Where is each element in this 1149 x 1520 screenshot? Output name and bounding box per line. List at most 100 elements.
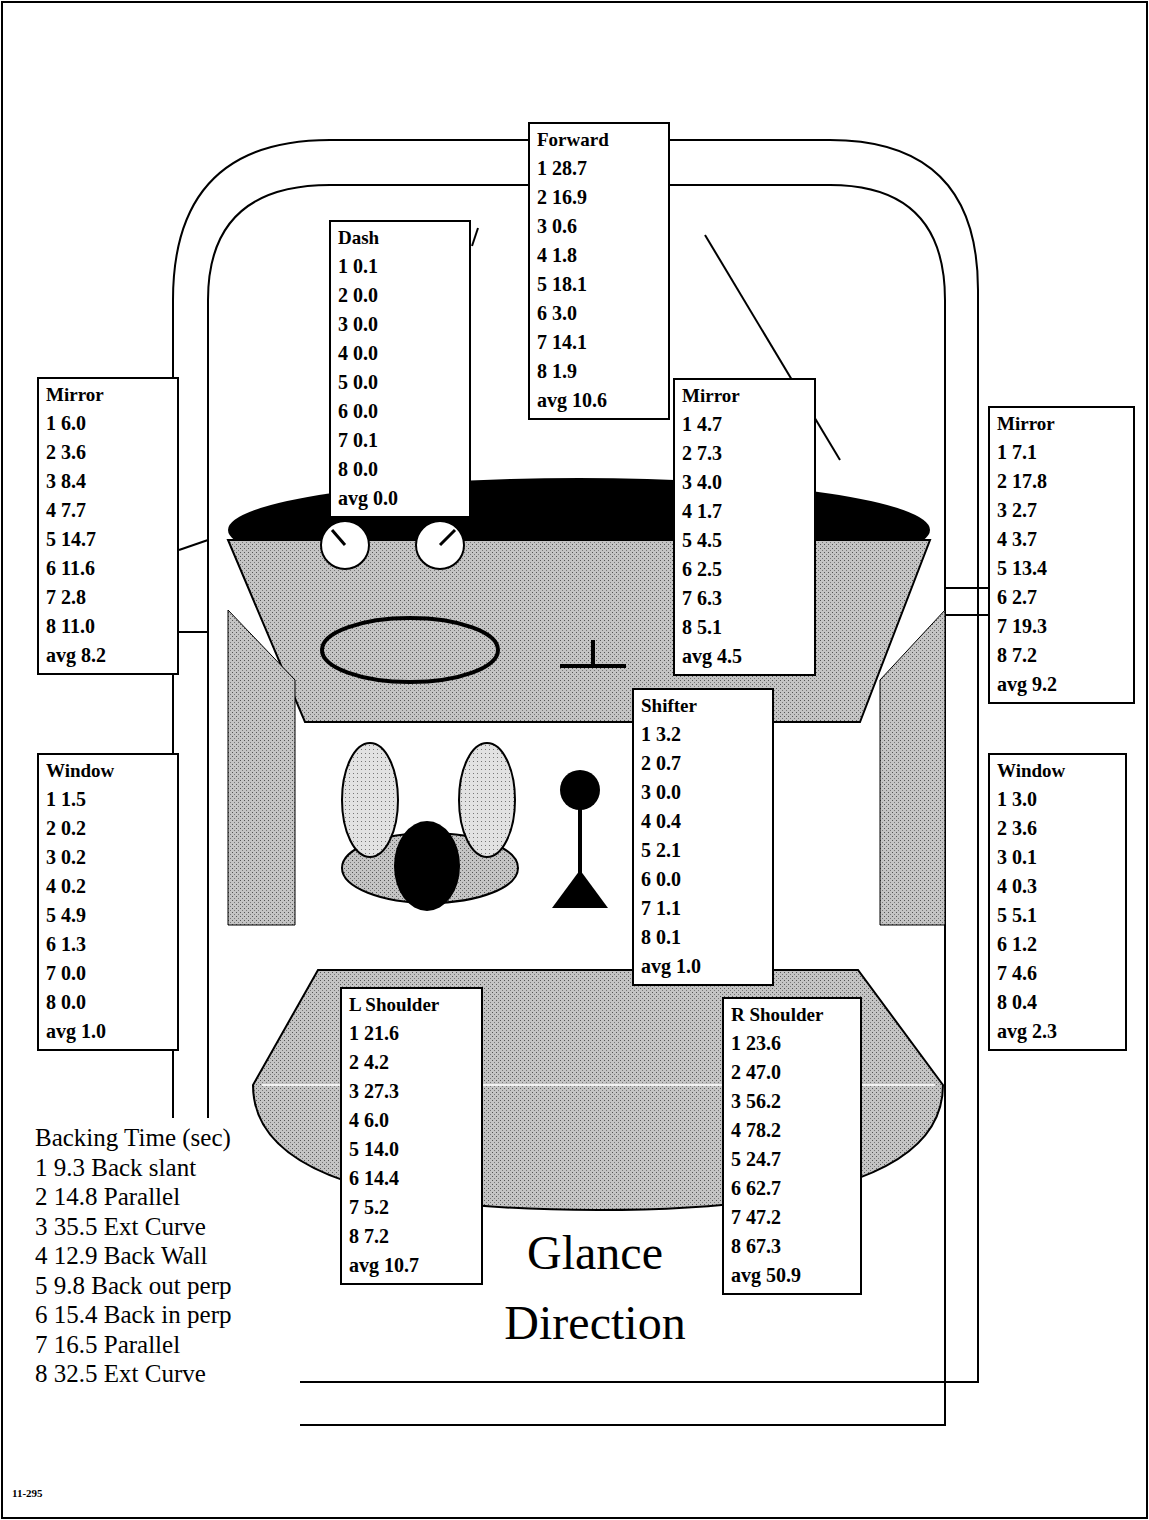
leader-line <box>945 587 988 589</box>
glance-value: 2 47.0 <box>731 1058 853 1087</box>
dash-control <box>591 640 595 666</box>
windshield-line <box>472 228 478 246</box>
box-heading: R Shoulder <box>731 1000 853 1029</box>
glance-value: 5 14.0 <box>349 1135 474 1164</box>
glance-value: 1 0.1 <box>338 252 462 281</box>
backing-time: 6 15.4 Back in perp <box>35 1300 231 1329</box>
legend-heading: Backing Time (sec) <box>35 1123 231 1152</box>
glance-value: 5 14.7 <box>46 525 170 554</box>
glance-value: 2 0.2 <box>46 814 170 843</box>
glance-value: 1 7.1 <box>997 438 1126 467</box>
seat-back <box>342 743 398 857</box>
glance-value: 2 3.6 <box>46 438 170 467</box>
glance-value: 7 1.1 <box>641 894 765 923</box>
glance-value: 6 3.0 <box>537 299 661 328</box>
glance-value: 4 1.7 <box>682 497 807 526</box>
glance-value: 6 11.6 <box>46 554 170 583</box>
glance-value: 2 7.3 <box>682 439 807 468</box>
glance-value: 4 0.0 <box>338 339 462 368</box>
box-heading: Mirror <box>997 409 1126 438</box>
glance-value: 3 0.2 <box>46 843 170 872</box>
gauge <box>416 521 464 569</box>
glance-value: 1 3.2 <box>641 720 765 749</box>
glance-box: Mirror1 6.02 3.63 8.44 7.75 14.76 11.67 … <box>37 377 179 675</box>
glance-value: 1 23.6 <box>731 1029 853 1058</box>
glance-value: 6 2.5 <box>682 555 807 584</box>
glance-value: 3 0.1 <box>997 843 1118 872</box>
glance-value: 5 24.7 <box>731 1145 853 1174</box>
backing-time: 8 32.5 Ext Curve <box>35 1359 206 1388</box>
backing-time: 7 16.5 Parallel <box>35 1330 180 1359</box>
glance-value: 7 19.3 <box>997 612 1126 641</box>
glance-value: 5 5.1 <box>997 901 1118 930</box>
glance-value: avg 10.6 <box>537 386 661 415</box>
glance-value: 4 0.4 <box>641 807 765 836</box>
glance-value: 3 27.3 <box>349 1077 474 1106</box>
box-heading: Window <box>997 756 1118 785</box>
glance-value: 1 28.7 <box>537 154 661 183</box>
glance-value: 8 67.3 <box>731 1232 853 1261</box>
glance-value: 7 4.6 <box>997 959 1118 988</box>
leader-line <box>179 631 208 633</box>
shifter-knob <box>560 770 600 810</box>
glance-value: 8 0.0 <box>46 988 170 1017</box>
box-heading: Forward <box>537 125 661 154</box>
glance-value: 6 0.0 <box>641 865 765 894</box>
glance-value: avg 1.0 <box>641 952 765 981</box>
glance-value: avg 9.2 <box>997 670 1126 699</box>
right-door <box>880 610 945 925</box>
glance-value: avg 1.0 <box>46 1017 170 1046</box>
glance-value: 8 7.2 <box>349 1222 474 1251</box>
glance-box: R Shoulder1 23.62 47.03 56.24 78.25 24.7… <box>722 997 862 1295</box>
glance-value: 3 0.0 <box>338 310 462 339</box>
glance-value: 4 78.2 <box>731 1116 853 1145</box>
glance-box: Shifter1 3.22 0.73 0.04 0.45 2.16 0.07 1… <box>632 688 774 986</box>
steering-wheel <box>322 618 498 682</box>
glance-value: 6 1.3 <box>46 930 170 959</box>
glance-value: 5 13.4 <box>997 554 1126 583</box>
glance-value: 4 1.8 <box>537 241 661 270</box>
glance-value: 2 4.2 <box>349 1048 474 1077</box>
glance-value: 3 0.0 <box>641 778 765 807</box>
glance-value: 4 3.7 <box>997 525 1126 554</box>
driver-head <box>394 821 460 911</box>
diagram-title: Glance Direction <box>475 1218 715 1358</box>
vehicle-inner-outline <box>208 185 945 1425</box>
dashboard <box>228 540 930 722</box>
glance-value: 6 14.4 <box>349 1164 474 1193</box>
glance-box: Forward1 28.72 16.93 0.64 1.85 18.16 3.0… <box>528 122 670 420</box>
gauge-needle <box>332 530 345 545</box>
box-heading: Dash <box>338 223 462 252</box>
box-heading: Window <box>46 756 170 785</box>
glance-value: 8 5.1 <box>682 613 807 642</box>
glance-value: 1 6.0 <box>46 409 170 438</box>
backing-time: 3 35.5 Ext Curve <box>35 1212 206 1241</box>
backing-time: 4 12.9 Back Wall <box>35 1241 208 1270</box>
glance-value: 3 0.6 <box>537 212 661 241</box>
glance-value: avg 4.5 <box>682 642 807 671</box>
glance-value: avg 50.9 <box>731 1261 853 1290</box>
glance-box: Mirror1 7.12 17.83 2.74 3.75 13.46 2.77 … <box>988 406 1135 704</box>
leader-line <box>945 614 988 616</box>
glance-value: avg 0.0 <box>338 484 462 513</box>
shifter-base <box>552 870 608 908</box>
glance-value: 4 7.7 <box>46 496 170 525</box>
glance-value: 5 4.9 <box>46 901 170 930</box>
glance-value: 5 0.0 <box>338 368 462 397</box>
leader-line <box>179 540 208 550</box>
box-heading: Shifter <box>641 691 765 720</box>
glance-value: 2 0.7 <box>641 749 765 778</box>
glance-value: 3 4.0 <box>682 468 807 497</box>
box-heading: Mirror <box>46 380 170 409</box>
glance-box: L Shoulder1 21.62 4.23 27.34 6.05 14.06 … <box>340 987 483 1285</box>
shifter-stem <box>578 805 582 880</box>
glance-value: avg 10.7 <box>349 1251 474 1280</box>
glance-value: avg 8.2 <box>46 641 170 670</box>
glance-value: 8 1.9 <box>537 357 661 386</box>
backing-time: 1 9.3 Back slant <box>35 1153 196 1182</box>
glance-value: 8 0.1 <box>641 923 765 952</box>
gauge-needle <box>440 530 455 545</box>
glance-value: 7 5.2 <box>349 1193 474 1222</box>
glance-value: 6 2.7 <box>997 583 1126 612</box>
